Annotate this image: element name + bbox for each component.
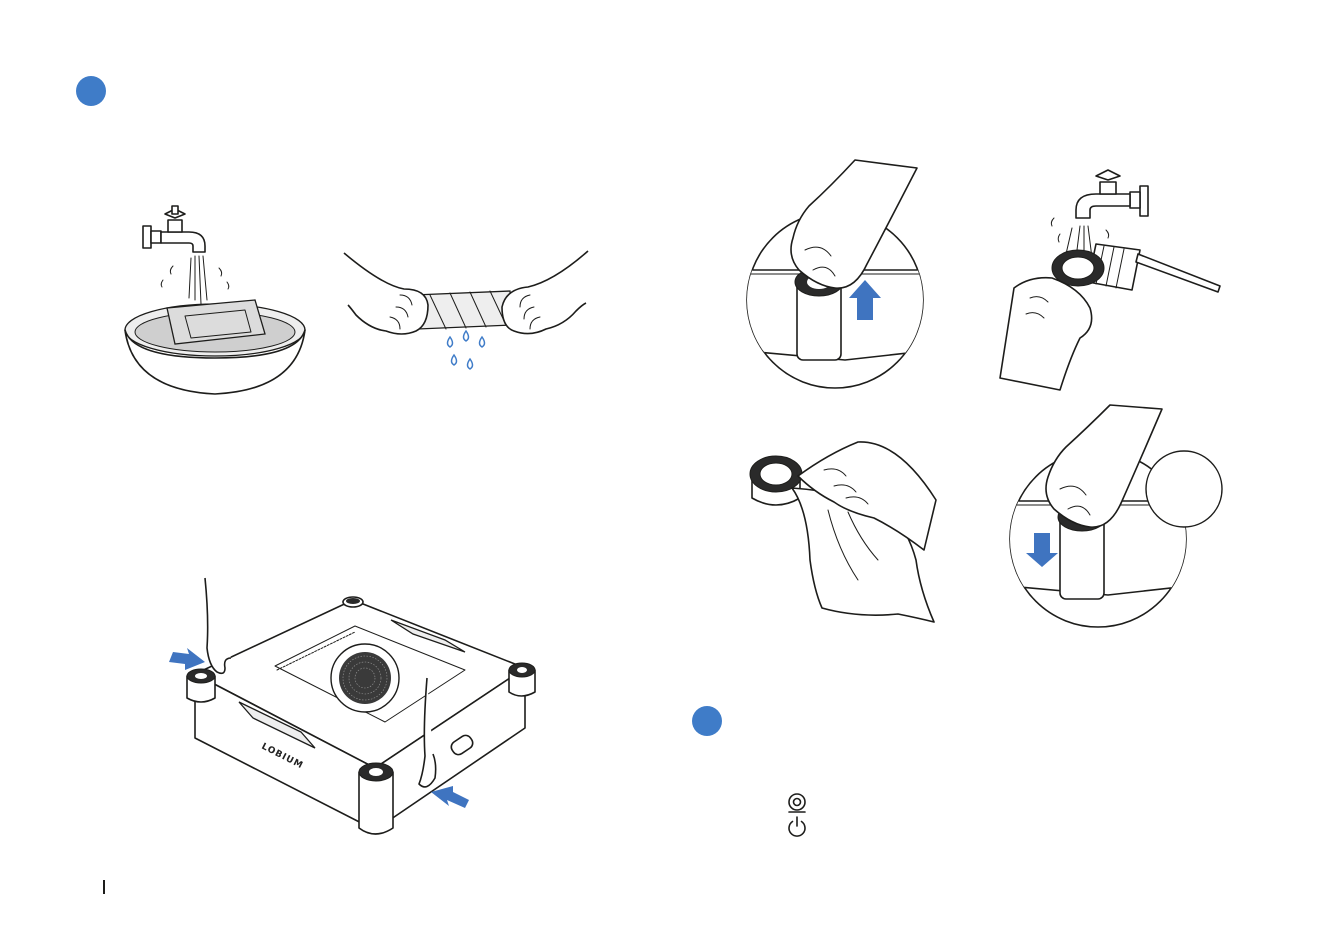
wring-cloth-illustration bbox=[342, 245, 592, 380]
page-edge-marker bbox=[103, 880, 105, 894]
wheel bbox=[509, 663, 535, 696]
power-icon bbox=[785, 815, 809, 839]
mode-target-icon bbox=[785, 791, 809, 815]
rinse-roller-illustration bbox=[1000, 168, 1230, 393]
attach-pad-illustration: LOBIUM bbox=[165, 578, 545, 840]
wheel bbox=[359, 763, 393, 834]
faucet-icon bbox=[143, 206, 205, 252]
wheel bbox=[187, 669, 215, 702]
wash-pad-illustration bbox=[115, 200, 315, 400]
reinstall-roller-illustration bbox=[998, 405, 1228, 630]
faucet-icon bbox=[1076, 170, 1148, 218]
remove-roller-illustration bbox=[735, 160, 935, 390]
press-arrow-icon bbox=[431, 786, 469, 808]
step-2-marker bbox=[692, 706, 722, 736]
wipe-roller-illustration bbox=[748, 440, 943, 625]
press-arrow-icon bbox=[169, 648, 205, 670]
step-1-marker bbox=[76, 76, 106, 106]
wheel bbox=[343, 597, 363, 607]
